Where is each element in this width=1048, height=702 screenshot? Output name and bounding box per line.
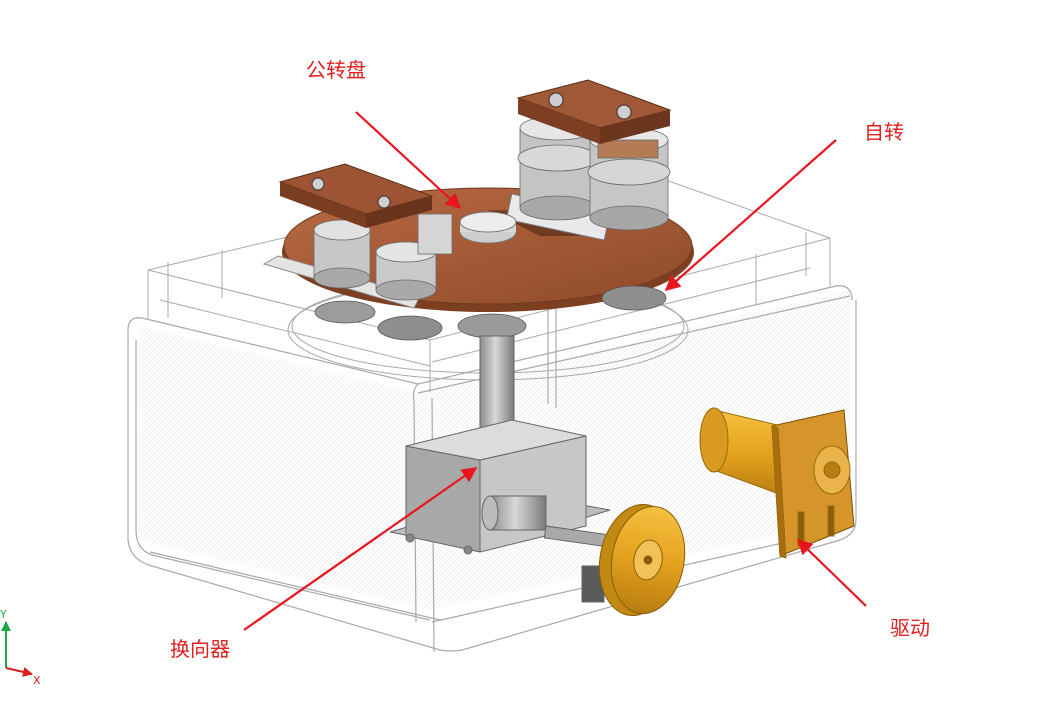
bracket-right (516, 79, 672, 144)
label-drive: 驱动 (890, 616, 930, 640)
bracket-left (278, 163, 434, 228)
triad-x-label: X (33, 674, 41, 687)
callout-arrows (243, 111, 867, 631)
axis-triad: Y X (0, 608, 41, 687)
output-shaft (481, 495, 608, 603)
arrow-drive (796, 538, 867, 607)
label-self-rotation: 自转 (864, 120, 904, 144)
arrow-reverser (243, 467, 478, 631)
planet-gears (314, 285, 667, 341)
label-reverser: 换向器 (170, 637, 230, 661)
arrow-self-rotation (664, 139, 837, 292)
triad-y-label: Y (0, 608, 7, 621)
drive-motor (699, 407, 855, 559)
spindle-stack-left (313, 213, 453, 301)
triad-x-axis (5, 667, 33, 677)
arrow-revolution-disc (355, 111, 462, 210)
pulley-wheel (598, 503, 686, 617)
label-revolution-disc: 公转盘 (306, 58, 366, 82)
